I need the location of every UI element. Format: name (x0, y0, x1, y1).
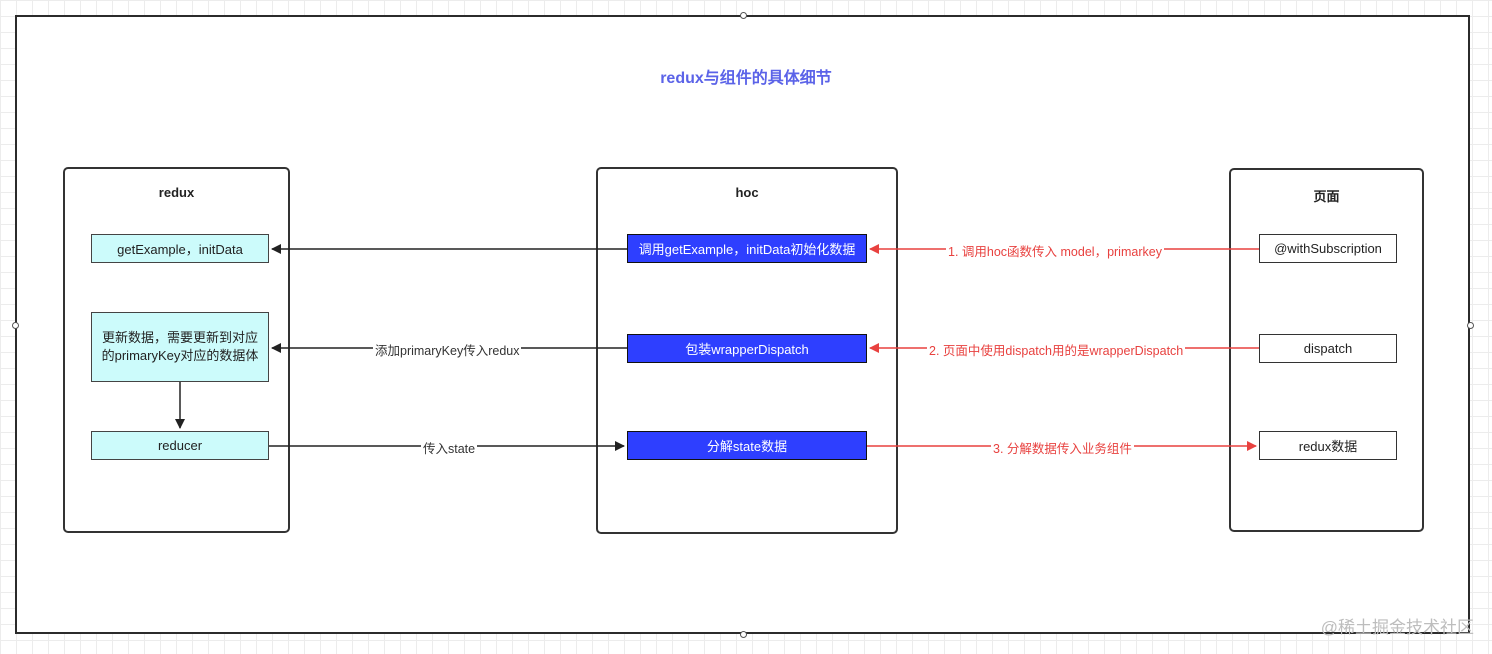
redux-panel-title: redux (158, 185, 195, 200)
hoc-init-node[interactable]: 调用getExample，initData初始化数据 (627, 234, 867, 263)
edge-label-step2: 2. 页面中使用dispatch用的是wrapperDispatch (927, 340, 1186, 359)
resize-handle-right[interactable] (1467, 322, 1474, 329)
resize-handle-bottom[interactable] (740, 631, 747, 638)
diagram-title: redux与组件的具体细节 (660, 70, 832, 87)
edge-label-step3: 3. 分解数据传入业务组件 (991, 438, 1134, 457)
update-data-node[interactable]: 更新数据，需要更新到对应的primaryKey对应的数据体 (91, 312, 269, 382)
page-panel-title: 页面 (1313, 189, 1340, 204)
split-state-node[interactable]: 分解state数据 (627, 431, 867, 460)
get-example-node[interactable]: getExample，initData (91, 234, 269, 263)
resize-handle-left[interactable] (12, 322, 19, 329)
resize-handle-top[interactable] (740, 12, 747, 19)
redux-data-node[interactable]: redux数据 (1259, 431, 1397, 460)
edge-label-pass-state: 传入state (421, 438, 478, 457)
edge-label-add-primary-key: 添加primaryKey传入redux (373, 340, 522, 359)
edge-label-step1: 1. 调用hoc函数传入 model，primarkey (946, 241, 1164, 260)
watermark: @稀土掘金技术社区 (1320, 618, 1474, 637)
wrap-dispatch-node[interactable]: 包装wrapperDispatch (627, 334, 867, 363)
hoc-panel-title: hoc (735, 185, 759, 200)
dispatch-node[interactable]: dispatch (1259, 334, 1397, 363)
with-subscription-node[interactable]: @withSubscription (1259, 234, 1397, 263)
reducer-node[interactable]: reducer (91, 431, 269, 460)
